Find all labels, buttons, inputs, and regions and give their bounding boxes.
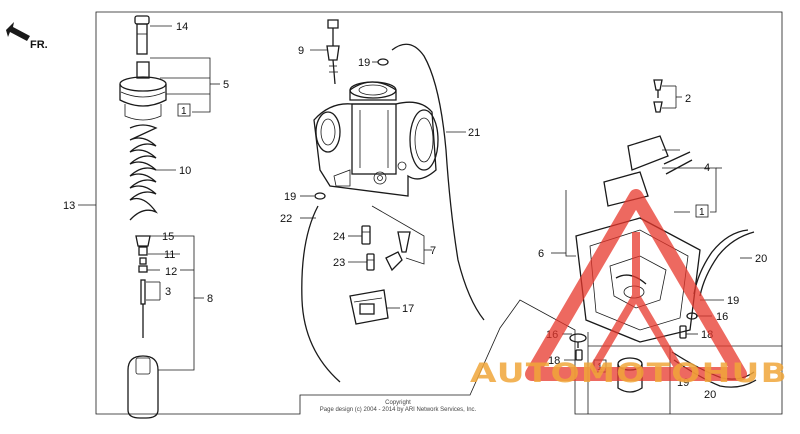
part-22-drain-tube — [301, 205, 341, 383]
callout-23: 23 — [333, 257, 345, 269]
callout-16-right: 16 — [716, 311, 728, 323]
callout-15: 15 — [162, 231, 174, 243]
part-14-cap-nut — [134, 15, 150, 55]
callout-7: 7 — [430, 245, 436, 257]
part-4-float-chamber-cover — [603, 135, 693, 207]
part-19-clip-lower — [314, 192, 326, 200]
callout-3: 3 — [165, 286, 171, 298]
part-18-screw-right — [679, 325, 687, 339]
carburetor-body — [313, 81, 439, 197]
callout-6: 6 — [538, 248, 544, 260]
callout-10: 10 — [179, 165, 191, 177]
part-21-overflow-tube — [391, 43, 485, 321]
part-17-float — [349, 289, 389, 325]
part-23-pilot-jet — [366, 253, 375, 271]
part-2-screws — [653, 79, 663, 113]
callout-11: 11 — [164, 249, 175, 261]
part-18-screw-left — [575, 349, 583, 361]
part-15-needle-clip-assembly — [135, 235, 151, 338]
boxed-ref-1-left: 1 — [177, 103, 191, 117]
copyright-line-1: Copyright — [385, 400, 411, 406]
part-8-throttle-valve — [127, 355, 159, 419]
callout-19-right: 19 — [727, 295, 739, 307]
part-10-spring — [129, 124, 158, 221]
callout-18-left: 18 — [548, 355, 560, 367]
callout-12: 12 — [165, 266, 177, 278]
callout-19-upper: 19 — [358, 57, 370, 69]
callout-20-upper: 20 — [755, 253, 767, 265]
callout-5: 5 — [223, 79, 229, 91]
part-20-vent-tube-upper — [693, 229, 755, 297]
part-16-screw-left — [569, 333, 587, 348]
watermark-text: AUTOMOTOHUB — [470, 358, 788, 389]
callout-22: 22 — [280, 213, 292, 225]
callout-8: 8 — [207, 293, 213, 305]
boxed-ref-1-right: 1 — [695, 204, 709, 218]
part-24-main-jet — [361, 225, 371, 245]
part-19-clip-upper — [377, 58, 389, 66]
callout-24: 24 — [333, 231, 345, 243]
callout-20-lower: 20 — [704, 389, 716, 401]
svg-text:1: 1 — [699, 207, 705, 218]
diagram-frame — [95, 11, 783, 415]
svg-text:1: 1 — [181, 106, 187, 117]
callout-4: 4 — [704, 162, 710, 174]
triangle-logo-icon — [525, 189, 747, 381]
callout-13: 13 — [63, 200, 75, 212]
copyright-line-2: Page design (c) 2004 - 2014 by ARI Netwo… — [320, 407, 477, 413]
orientation-label: FR. — [30, 39, 48, 51]
part-5-top-cap — [119, 61, 167, 121]
callout-2: 2 — [685, 93, 691, 105]
callout-9: 9 — [298, 45, 304, 57]
part-7-needle-jet — [385, 231, 411, 272]
part-9-throttle-stop-screw — [326, 19, 340, 85]
callout-21: 21 — [468, 127, 480, 139]
callout-19-lower: 19 — [284, 191, 296, 203]
front-arrow-icon — [6, 22, 30, 41]
callout-17: 17 — [402, 303, 414, 315]
callout-14: 14 — [176, 21, 188, 33]
